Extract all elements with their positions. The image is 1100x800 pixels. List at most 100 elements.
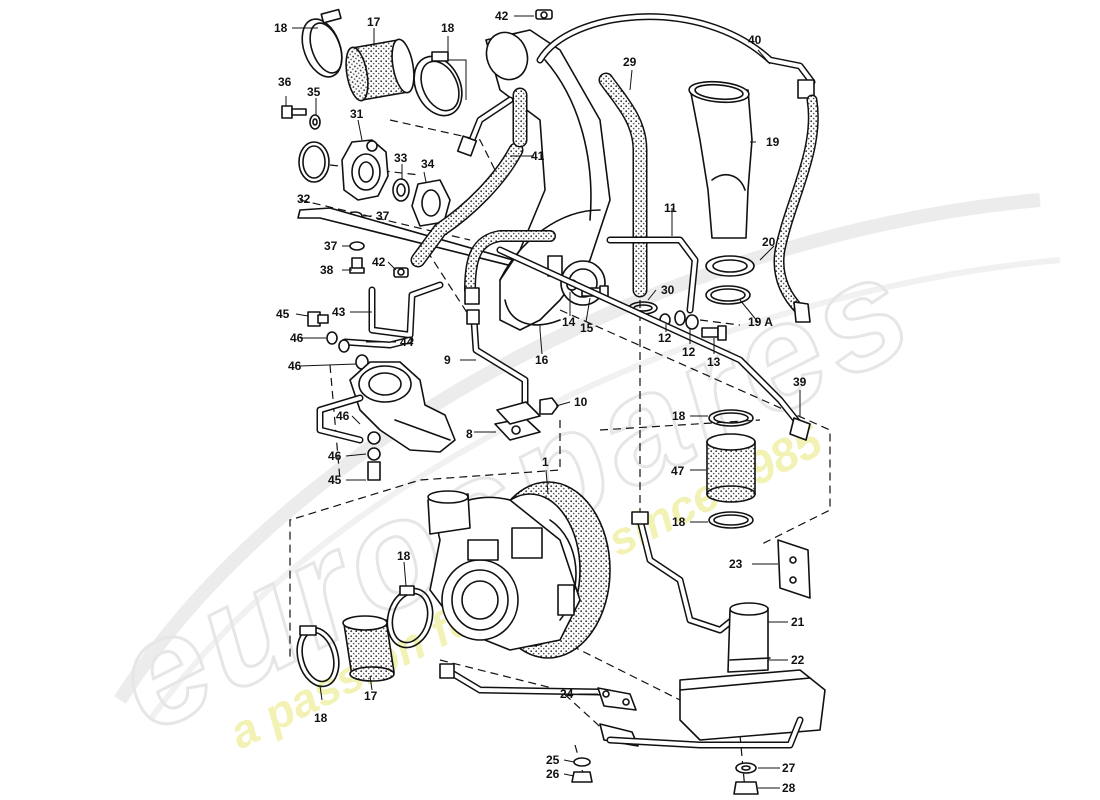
callout-9: 9 (444, 353, 451, 367)
leader-lines (285, 15, 801, 789)
callout-10: 10 (574, 395, 588, 409)
seal-ring-19a (705, 285, 751, 305)
callout-46: 46 (336, 409, 350, 423)
callout-27: 27 (782, 761, 796, 775)
oil-line-9 (464, 230, 556, 409)
hose-clamp-18-top-left (301, 8, 343, 78)
callout-18: 18 (314, 711, 328, 725)
pipe-46-lower (316, 394, 364, 444)
intake-duct-19 (688, 80, 753, 239)
callout-45: 45 (276, 307, 290, 321)
pipe-43 (368, 281, 444, 339)
oil-tank-22 (679, 602, 826, 741)
callout-46: 46 (290, 331, 304, 345)
callout-1: 1 (542, 455, 549, 469)
callout-26: 26 (546, 767, 560, 781)
callout-labels: 18 17 18 42 29 40 1 9 36 35 31 33 34 41 3… (274, 9, 807, 795)
callout-14: 14 (562, 315, 576, 329)
callout-29: 29 (623, 55, 637, 69)
hose-clamp-18-lower-upper (386, 585, 434, 649)
callout-12: 12 (658, 331, 672, 345)
callout-43: 43 (332, 305, 346, 319)
callout-37: 37 (376, 209, 390, 223)
callout-41: 41 (531, 149, 545, 163)
vent-pipe (456, 96, 514, 157)
banjo-bolt-45-upper (307, 311, 329, 327)
turbocharger-1 (427, 481, 611, 659)
callout-13: 13 (707, 355, 721, 369)
callout-16: 16 (535, 353, 549, 367)
callout-46: 46 (288, 359, 302, 373)
callout-22: 22 (791, 653, 805, 667)
bolt-13 (701, 325, 727, 341)
bolt-36 (281, 105, 307, 119)
fitting-12-b (674, 310, 699, 330)
callout-45: 45 (328, 473, 342, 487)
rubber-sleeve-17-lower (342, 615, 395, 682)
callout-20: 20 (762, 235, 776, 249)
callout-18: 18 (672, 409, 686, 423)
washer-46-d (367, 431, 381, 445)
oil-line-39 (496, 246, 811, 441)
callout-15: 15 (580, 321, 594, 335)
hose-29 (598, 72, 648, 298)
pipe-tank-outlet (606, 716, 804, 749)
bracket-23 (777, 539, 811, 599)
callout-12: 12 (682, 345, 696, 359)
hose-44 (341, 336, 414, 349)
callout-18: 18 (672, 515, 686, 529)
callout-23: 23 (729, 557, 743, 571)
nut-26 (571, 771, 593, 783)
braided-oil-line (773, 94, 819, 323)
seal-33 (392, 178, 410, 202)
hose-clamp-18-lower-left (296, 625, 340, 688)
callout-31: 31 (350, 107, 364, 121)
callout-40: 40 (748, 33, 762, 47)
gasket-8 (494, 401, 541, 441)
callout-25: 25 (546, 753, 560, 767)
washer-46-e (367, 447, 381, 461)
oil-line-40 (536, 13, 816, 99)
callout-35: 35 (307, 85, 321, 99)
callout-21: 21 (791, 615, 805, 629)
oil-return-line (439, 663, 604, 696)
flange-24 (597, 687, 637, 711)
hose-41 (410, 87, 528, 268)
nut-28 (733, 781, 759, 795)
callout-46: 46 (328, 449, 342, 463)
callout-28: 28 (782, 781, 796, 795)
callout-18: 18 (274, 21, 288, 35)
clamp-42-lower (393, 267, 409, 278)
gasket-20 (705, 255, 755, 277)
callout-38: 38 (320, 263, 334, 277)
gasket-32 (298, 141, 330, 183)
callout-42: 42 (495, 9, 509, 23)
bolt-38 (349, 257, 365, 274)
callout-36: 36 (278, 75, 292, 89)
banjo-bolt-45-lower (367, 461, 381, 481)
callout-34: 34 (421, 157, 435, 171)
hose-clamp-18-right-lower (708, 511, 754, 529)
callout-19a: 19 A (748, 315, 773, 329)
callout-33: 33 (394, 151, 408, 165)
callout-42: 42 (372, 255, 386, 269)
callout-30: 30 (661, 283, 675, 297)
callout-18: 18 (441, 21, 455, 35)
callout-17: 17 (364, 689, 378, 703)
hose-clamp-18-right-upper (708, 409, 754, 427)
rubber-sleeve-47 (706, 433, 756, 503)
oil-line-11 (606, 236, 699, 314)
control-valve-unit (349, 361, 456, 453)
callout-47: 47 (671, 464, 685, 478)
washer-35 (309, 114, 321, 130)
callout-44: 44 (400, 335, 414, 349)
watermark-swoosh (114, 193, 1041, 704)
callout-32: 32 (297, 192, 311, 206)
callout-39: 39 (793, 375, 807, 389)
washer-46-a (326, 331, 338, 345)
washer-27 (735, 762, 757, 774)
washer-37-lower (349, 241, 365, 251)
callout-24: 24 (560, 687, 574, 701)
rubber-sleeve-17-top (345, 38, 415, 102)
